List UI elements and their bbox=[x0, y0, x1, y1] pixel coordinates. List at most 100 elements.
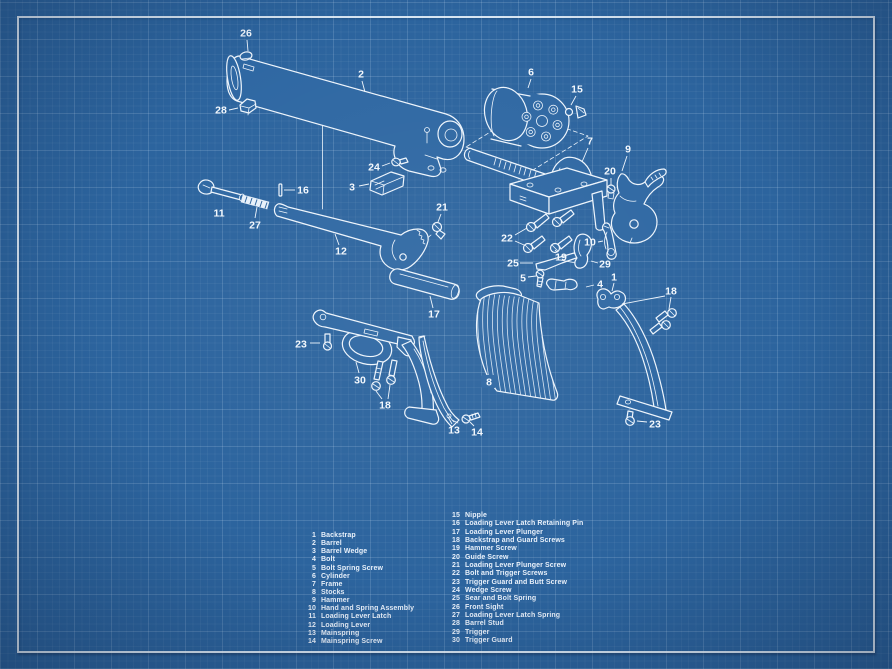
callout-number-18: 18 bbox=[379, 400, 391, 412]
callout-number-28: 28 bbox=[215, 105, 227, 117]
callout-leader-line bbox=[527, 275, 537, 278]
callout-number-21: 21 bbox=[436, 202, 448, 214]
callout-number-3: 3 bbox=[349, 182, 355, 194]
part-name: Bolt bbox=[321, 556, 336, 564]
part-name: Stocks bbox=[321, 588, 345, 596]
callout-number-6: 6 bbox=[528, 67, 534, 79]
part-number: 27 bbox=[452, 612, 460, 620]
part-name: Barrel Stud bbox=[465, 620, 504, 628]
callout-number-27: 27 bbox=[249, 220, 261, 232]
part-retaining-pin bbox=[278, 183, 283, 197]
wood-grain-line bbox=[492, 294, 503, 399]
callout-number-12: 12 bbox=[335, 246, 347, 258]
part-number: 24 bbox=[452, 587, 460, 595]
part-barrel bbox=[226, 55, 465, 178]
part-front-sight bbox=[239, 51, 253, 61]
callout-leader-line bbox=[447, 416, 453, 425]
part-guard-screws bbox=[322, 333, 398, 391]
part-number: 26 bbox=[452, 603, 460, 611]
callout-number-1: 1 bbox=[611, 272, 617, 284]
part-number: 2 bbox=[312, 540, 316, 548]
part-trigger bbox=[573, 233, 593, 269]
callout-leader-line bbox=[355, 361, 360, 374]
part-name: Hammer bbox=[321, 597, 350, 605]
callout-leader-line bbox=[246, 39, 249, 52]
part-number: 4 bbox=[312, 556, 316, 564]
part-name: Hand and Spring Assembly bbox=[321, 605, 415, 613]
part-name: Bolt and Trigger Screws bbox=[465, 570, 548, 578]
part-number: 11 bbox=[308, 613, 316, 621]
wood-grain-line bbox=[536, 298, 547, 401]
part-number: 21 bbox=[452, 562, 460, 570]
part-hammer bbox=[610, 168, 667, 244]
part-name: Loading Lever Plunger bbox=[465, 528, 543, 536]
part-wedge-screw bbox=[391, 157, 409, 167]
callout-number-11: 11 bbox=[213, 208, 224, 220]
part-name: Loading Lever Latch Retaining Pin bbox=[465, 520, 584, 528]
callout-leader-line bbox=[387, 384, 391, 400]
part-number: 23 bbox=[452, 578, 460, 586]
callout-leader-line bbox=[581, 147, 589, 163]
callout-number-30: 30 bbox=[354, 375, 366, 387]
part-backstrap-screws bbox=[625, 308, 677, 426]
callout-number-15: 15 bbox=[571, 84, 583, 96]
part-number: 1 bbox=[312, 532, 316, 539]
callout-number-29: 29 bbox=[599, 259, 611, 271]
parts-list-row: 16 Loading Lever Latch Retaining Pin bbox=[447, 520, 583, 528]
wood-grain-line bbox=[526, 297, 537, 401]
part-latch-spring bbox=[240, 194, 270, 210]
part-barrel-wedge bbox=[369, 171, 405, 196]
part-frame bbox=[463, 147, 608, 231]
part-name: Mainspring Screw bbox=[321, 637, 383, 645]
callout-leader-line bbox=[570, 95, 577, 106]
callout-number-5: 5 bbox=[520, 273, 526, 285]
callout-leader-line bbox=[621, 295, 666, 305]
part-mainspring bbox=[418, 335, 460, 428]
wood-grain-line bbox=[521, 297, 532, 400]
callout-number-18: 18 bbox=[665, 286, 677, 298]
callout-leader-line bbox=[527, 78, 532, 89]
callout-leader-line bbox=[597, 240, 604, 243]
part-name: Nipple bbox=[465, 512, 487, 519]
callout-leader-line bbox=[611, 282, 615, 292]
part-frame-screws bbox=[522, 209, 575, 254]
part-name: Loading Lever Latch Spring bbox=[465, 612, 561, 620]
part-name: Sear and Bolt Spring bbox=[465, 595, 537, 603]
part-number: 14 bbox=[308, 637, 316, 645]
wood-grain-line bbox=[496, 294, 507, 399]
callout-number-19: 19 bbox=[555, 252, 567, 264]
part-number: 16 bbox=[452, 520, 460, 528]
callout-number-7: 7 bbox=[587, 136, 593, 148]
callout-number-23: 23 bbox=[649, 419, 661, 431]
callout-number-25: 25 bbox=[507, 258, 519, 270]
part-name: Trigger Guard bbox=[465, 637, 513, 645]
part-number: 29 bbox=[452, 628, 460, 636]
part-name: Mainspring bbox=[321, 629, 360, 637]
part-name: Guide Screw bbox=[465, 553, 509, 561]
callout-leader-line bbox=[361, 80, 366, 93]
part-name: Wedge Screw bbox=[465, 587, 512, 595]
wood-grain-line bbox=[516, 296, 527, 400]
callout-leader-line bbox=[668, 296, 672, 310]
callout-leader-line bbox=[514, 227, 528, 236]
part-guide-screw bbox=[606, 184, 616, 200]
callout-leader-line bbox=[358, 183, 370, 187]
callout-leader-line bbox=[228, 107, 239, 111]
part-number: 5 bbox=[312, 564, 316, 572]
callout-leader-line bbox=[469, 421, 475, 427]
part-number: 19 bbox=[452, 545, 460, 553]
part-name: Cylinder bbox=[321, 572, 350, 580]
callout-number-22: 22 bbox=[501, 233, 513, 245]
